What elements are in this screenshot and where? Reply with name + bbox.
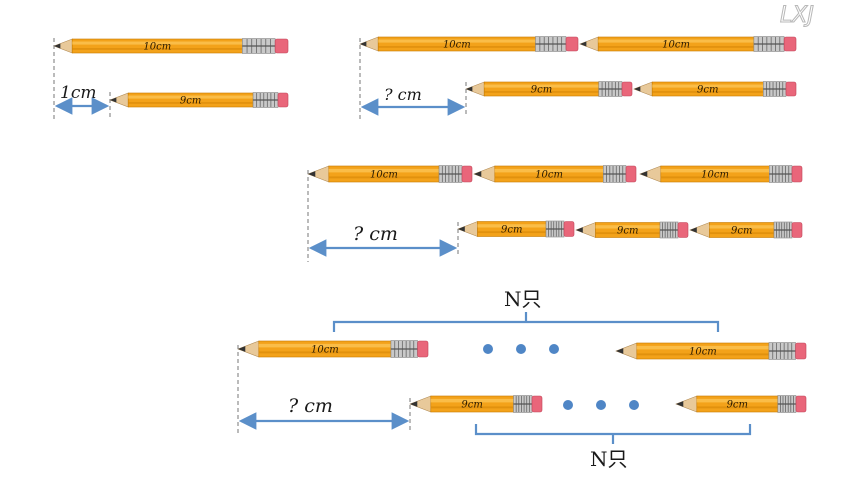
ellipsis-dot bbox=[563, 400, 573, 410]
logo-watermark: LXJ bbox=[780, 3, 815, 29]
bottom-brace bbox=[474, 424, 752, 444]
pencil-length-label: 9cm bbox=[697, 85, 718, 96]
pencil-length-label: 9cm bbox=[727, 400, 748, 411]
pencil-length-label: 10cm bbox=[689, 347, 717, 358]
pencil-length-label: 10cm bbox=[370, 170, 398, 181]
pencil-10cm: 10cm bbox=[307, 165, 473, 183]
pencil-9cm: 9cm bbox=[409, 395, 543, 413]
pencil-10cm: 10cm bbox=[53, 38, 289, 54]
gap-label-2: ? cm bbox=[384, 85, 422, 104]
pencil-layer: 10cm 9cm 10cm 10cm 9cm 9cm 10cm 10cm 10cm 9cm 9cm 9… bbox=[53, 36, 807, 413]
pencil-length-label: 9cm bbox=[180, 96, 201, 107]
pencil-length-label: 10cm bbox=[311, 345, 339, 356]
pencil-length-label: 10cm bbox=[443, 40, 471, 51]
pencil-9cm: 9cm bbox=[675, 395, 807, 413]
pencil-10cm: 10cm bbox=[579, 36, 797, 52]
pencil-9cm: 9cm bbox=[575, 221, 689, 239]
pencil-length-label: 9cm bbox=[617, 226, 638, 237]
top-brace bbox=[332, 312, 720, 332]
pencil-10cm: 10cm bbox=[615, 342, 807, 360]
count-label-top: N只 bbox=[504, 287, 542, 311]
ellipsis-dots-row2 bbox=[563, 400, 639, 410]
gap-label-4: ? cm bbox=[288, 395, 333, 417]
pencil-9cm: 9cm bbox=[689, 221, 803, 239]
pencil-9cm: 9cm bbox=[465, 81, 633, 97]
pencil-9cm: 9cm bbox=[109, 92, 289, 108]
pencil-10cm: 10cm bbox=[237, 340, 429, 358]
ellipsis-dot bbox=[629, 400, 639, 410]
pencil-length-label: 9cm bbox=[461, 400, 482, 411]
measurement-arrows bbox=[54, 97, 466, 430]
pencil-9cm: 9cm bbox=[457, 220, 575, 238]
pencil-length-label: 10cm bbox=[701, 170, 729, 181]
pencil-length-label: 10cm bbox=[535, 170, 563, 181]
pencil-9cm: 9cm bbox=[633, 81, 797, 97]
ellipsis-dots-row1 bbox=[483, 344, 559, 354]
gap-label-3: ? cm bbox=[353, 223, 398, 245]
pencil-10cm: 10cm bbox=[359, 36, 579, 52]
ellipsis-dot bbox=[516, 344, 526, 354]
pencil-length-label: 9cm bbox=[501, 225, 522, 236]
count-label-bottom: N只 bbox=[590, 447, 628, 471]
pencil-length-label: 10cm bbox=[662, 40, 690, 51]
pencil-length-label: 10cm bbox=[143, 42, 171, 53]
gap-label-1: 1cm bbox=[60, 83, 96, 103]
ellipsis-dot bbox=[596, 400, 606, 410]
ellipsis-dot bbox=[549, 344, 559, 354]
pencil-length-label: 9cm bbox=[531, 85, 552, 96]
pencil-10cm: 10cm bbox=[639, 165, 803, 183]
logo-text: LXJ bbox=[780, 3, 814, 28]
dashed-guides bbox=[53, 38, 467, 433]
pencil-10cm: 10cm bbox=[473, 165, 637, 183]
pencil-length-label: 9cm bbox=[731, 226, 752, 237]
ellipsis-dot bbox=[483, 344, 493, 354]
